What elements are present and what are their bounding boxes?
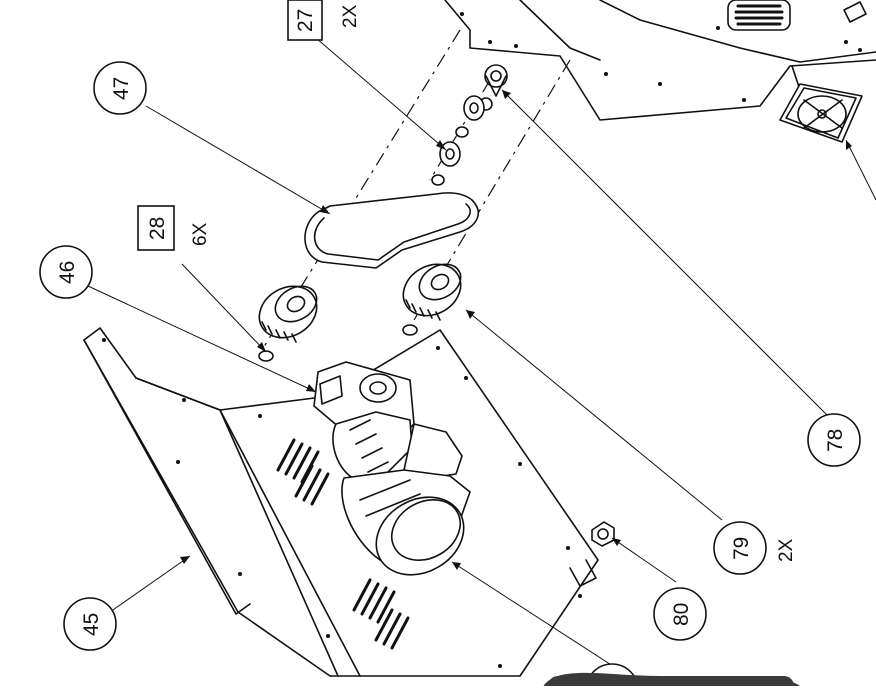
nut-80 xyxy=(591,521,615,547)
callout-47: 47 xyxy=(93,61,147,115)
housing-panel xyxy=(444,0,876,201)
gear-motor xyxy=(313,361,471,576)
fan-unit xyxy=(779,65,863,143)
callout-78: 78 xyxy=(807,413,861,467)
vent-grille xyxy=(727,0,791,31)
pulley-left xyxy=(258,285,318,362)
callout-79-number: 79 xyxy=(730,537,753,560)
overlay-bar xyxy=(548,676,794,691)
pulley-right xyxy=(402,263,462,336)
callout-45: 45 xyxy=(63,597,117,651)
callout-80: 80 xyxy=(653,587,707,641)
callout-27-number: 27 xyxy=(294,9,317,32)
callout-79: 79 2X xyxy=(713,521,797,575)
fan-leader-line xyxy=(845,139,876,201)
callout-28-number: 28 xyxy=(146,217,169,240)
leader-lines xyxy=(87,37,841,669)
callout-79-qty: 2X xyxy=(776,538,797,562)
base-plate-slots xyxy=(276,438,410,650)
callout-46-number: 46 xyxy=(56,261,79,284)
callout-80-number: 80 xyxy=(670,603,693,626)
bearing-stack xyxy=(431,64,508,186)
callout-28-qty: 6X xyxy=(190,222,211,246)
callout-47-number: 47 xyxy=(110,77,133,100)
base-plate xyxy=(83,327,599,677)
callout-46: 46 xyxy=(39,245,93,299)
callout-27-qty: 2X xyxy=(340,4,361,28)
callout-45-number: 45 xyxy=(80,613,103,636)
callout-27: 27 2X xyxy=(287,0,361,41)
callout-28: 28 6X xyxy=(137,205,211,251)
timing-belt xyxy=(304,192,480,269)
callout-78-number: 78 xyxy=(824,429,847,452)
